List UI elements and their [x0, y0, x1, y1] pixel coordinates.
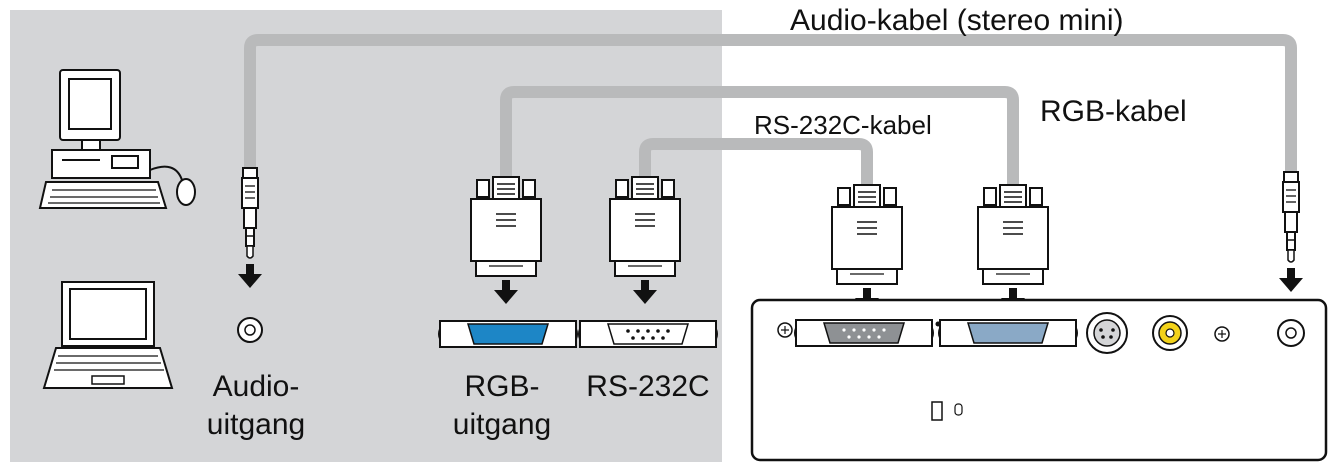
rgb-out-label-line1: RGB-	[464, 370, 540, 403]
rs232c-cable	[639, 138, 873, 185]
audio-cable-label: Audio-kabel (stereo mini)	[790, 4, 1124, 37]
audio-jack-plug-projector	[1278, 171, 1304, 293]
laptop-icon	[42, 281, 174, 389]
audio-cable	[244, 34, 1297, 172]
rs232c-port-label: RS-232C	[586, 370, 710, 403]
audio-out-label-line2: uitgang	[206, 408, 306, 441]
projector-rear-panel	[750, 298, 1328, 462]
rgb-out-label-line2: uitgang	[452, 408, 552, 441]
vga-plug-rs232c-projector	[831, 184, 903, 313]
audio-out-port	[237, 317, 263, 343]
rs232c-cable-label: RS-232C-kabel	[754, 110, 932, 140]
audio-out-label-line1: Audio-	[212, 370, 300, 403]
vga-plug-rgb-projector	[977, 184, 1049, 313]
cables	[244, 34, 1297, 185]
rgb-cable	[500, 86, 1019, 185]
rgb-out-port	[438, 320, 578, 348]
rs232c-port	[578, 320, 718, 348]
rgb-cable-label: RGB-kabel	[1040, 95, 1187, 128]
desktop-computer-icon	[38, 69, 196, 209]
